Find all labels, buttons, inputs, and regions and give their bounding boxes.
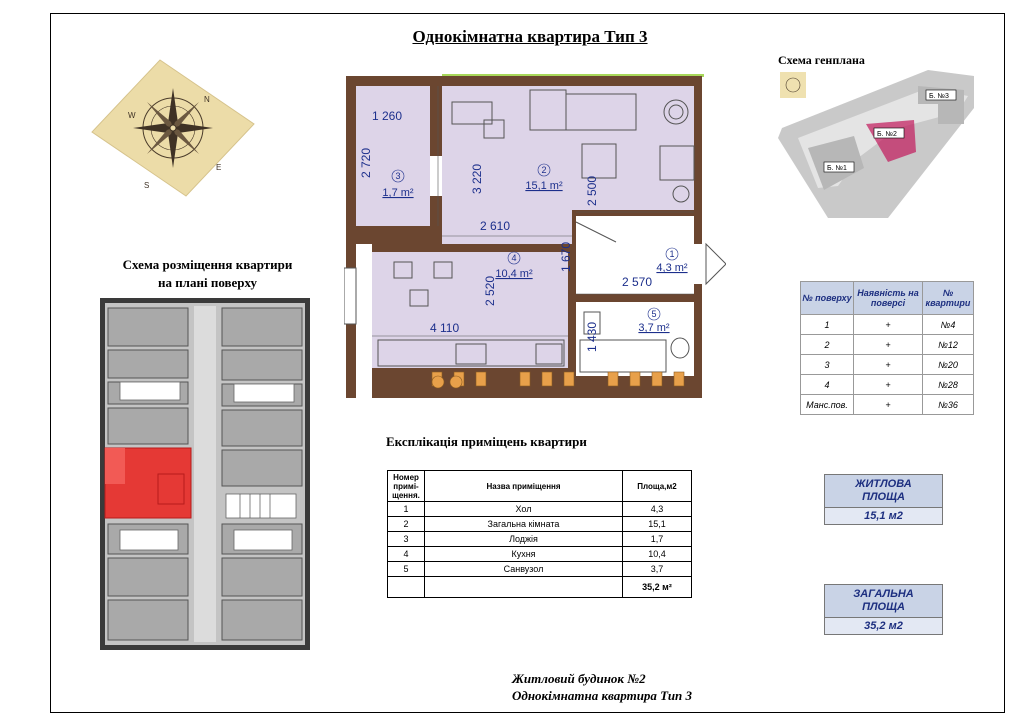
floor-scheme-title: Схема розміщення квартири на плані повер… xyxy=(122,257,293,290)
page-title: Однокімнатна квартира Тип 3 xyxy=(412,27,648,46)
building-1-label: Б. №1 xyxy=(827,165,847,172)
building-3-label: Б. №3 xyxy=(929,93,949,100)
dim-1670: 1 670 xyxy=(559,242,573,272)
apartment-plan: 1 260 2 720 3 220 2 500 2 610 1 670 2 52… xyxy=(344,74,726,402)
total-area-value: 35,2 м2 xyxy=(825,618,942,634)
room-4-number: 4 xyxy=(511,253,516,263)
table-row: 4+№28 xyxy=(800,374,974,395)
dim-2610: 2 610 xyxy=(480,219,510,233)
floors-table: № поверху Наявність на поверсі № квартир… xyxy=(800,281,974,415)
compass-s-label: S xyxy=(144,181,149,190)
floors-header-present: Наявність на поверсі xyxy=(853,281,923,315)
compass-rose-icon: N E S W xyxy=(91,59,255,197)
dim-3220: 3 220 xyxy=(470,164,484,194)
dim-2500: 2 500 xyxy=(585,176,599,206)
drawing-frame xyxy=(50,13,1005,713)
explication-title: Експлікація приміщень квартири xyxy=(386,434,587,449)
site-plan-title: Схема генплана xyxy=(778,53,865,67)
compass-n-label: N xyxy=(204,95,210,104)
room-3-loggia xyxy=(356,86,430,226)
table-row: Манс.пов.+№36 xyxy=(800,394,974,415)
table-row: 2+№12 xyxy=(800,334,974,355)
room-2-area: 15,1 m² xyxy=(525,180,563,192)
small-compass-icon xyxy=(780,72,806,98)
room-1-number: 1 xyxy=(669,249,674,259)
expl-header-area: Площа,м2 xyxy=(622,470,692,502)
building-2-label: Б. №2 xyxy=(877,131,897,138)
room-1-hall xyxy=(576,216,694,294)
compass-w-label: W xyxy=(128,111,136,120)
floors-header-floor: № поверху xyxy=(800,281,854,315)
floor-plan-scheme xyxy=(100,298,310,650)
dim-2520: 2 520 xyxy=(483,276,497,306)
explication-total: 35,2 м² xyxy=(622,576,692,598)
room-4-area: 10,4 m² xyxy=(495,268,533,280)
dim-1430: 1 430 xyxy=(585,322,599,352)
table-row: 1+№4 xyxy=(800,314,974,335)
floors-header-apt: № квартири xyxy=(922,281,974,315)
room-5-bathroom xyxy=(576,302,694,376)
total-area-box: ЗАГАЛЬНА ПЛОЩА 35,2 м2 xyxy=(824,584,943,635)
table-row: 3+№20 xyxy=(800,354,974,375)
expl-header-num: Номер примі-щення. xyxy=(387,470,425,502)
corridor xyxy=(194,306,216,642)
dim-2570: 2 570 xyxy=(622,275,652,289)
site-plan-map: Б. №3 Б. №2 Б. №1 xyxy=(778,70,974,218)
room-3-area: 1,7 m² xyxy=(382,187,414,199)
living-area-box: ЖИТЛОВА ПЛОЩА 15,1 м2 xyxy=(824,474,943,525)
living-area-value: 15,1 м2 xyxy=(825,508,942,524)
room-1-area: 4,3 m² xyxy=(656,262,688,274)
compass-e-label: E xyxy=(216,163,221,172)
footer-title: Житловий будинок №2 Однокімнатна квартир… xyxy=(512,671,693,703)
dim-1260: 1 260 xyxy=(372,109,402,123)
room-2-living xyxy=(442,86,694,210)
expl-header-name: Назва приміщення xyxy=(424,470,623,502)
room-4-kitchen xyxy=(372,252,568,368)
dim-2720: 2 720 xyxy=(359,148,373,178)
explication-table: Номер примі-щення. Назва приміщення Площ… xyxy=(387,470,692,598)
table-total-row: 35,2 м² xyxy=(387,576,692,598)
room-5-area: 3,7 m² xyxy=(638,322,670,334)
room-2-number: 2 xyxy=(541,165,546,175)
room-5-number: 5 xyxy=(651,309,656,319)
room-3-number: 3 xyxy=(395,171,400,181)
dim-4110: 4 110 xyxy=(430,321,459,335)
